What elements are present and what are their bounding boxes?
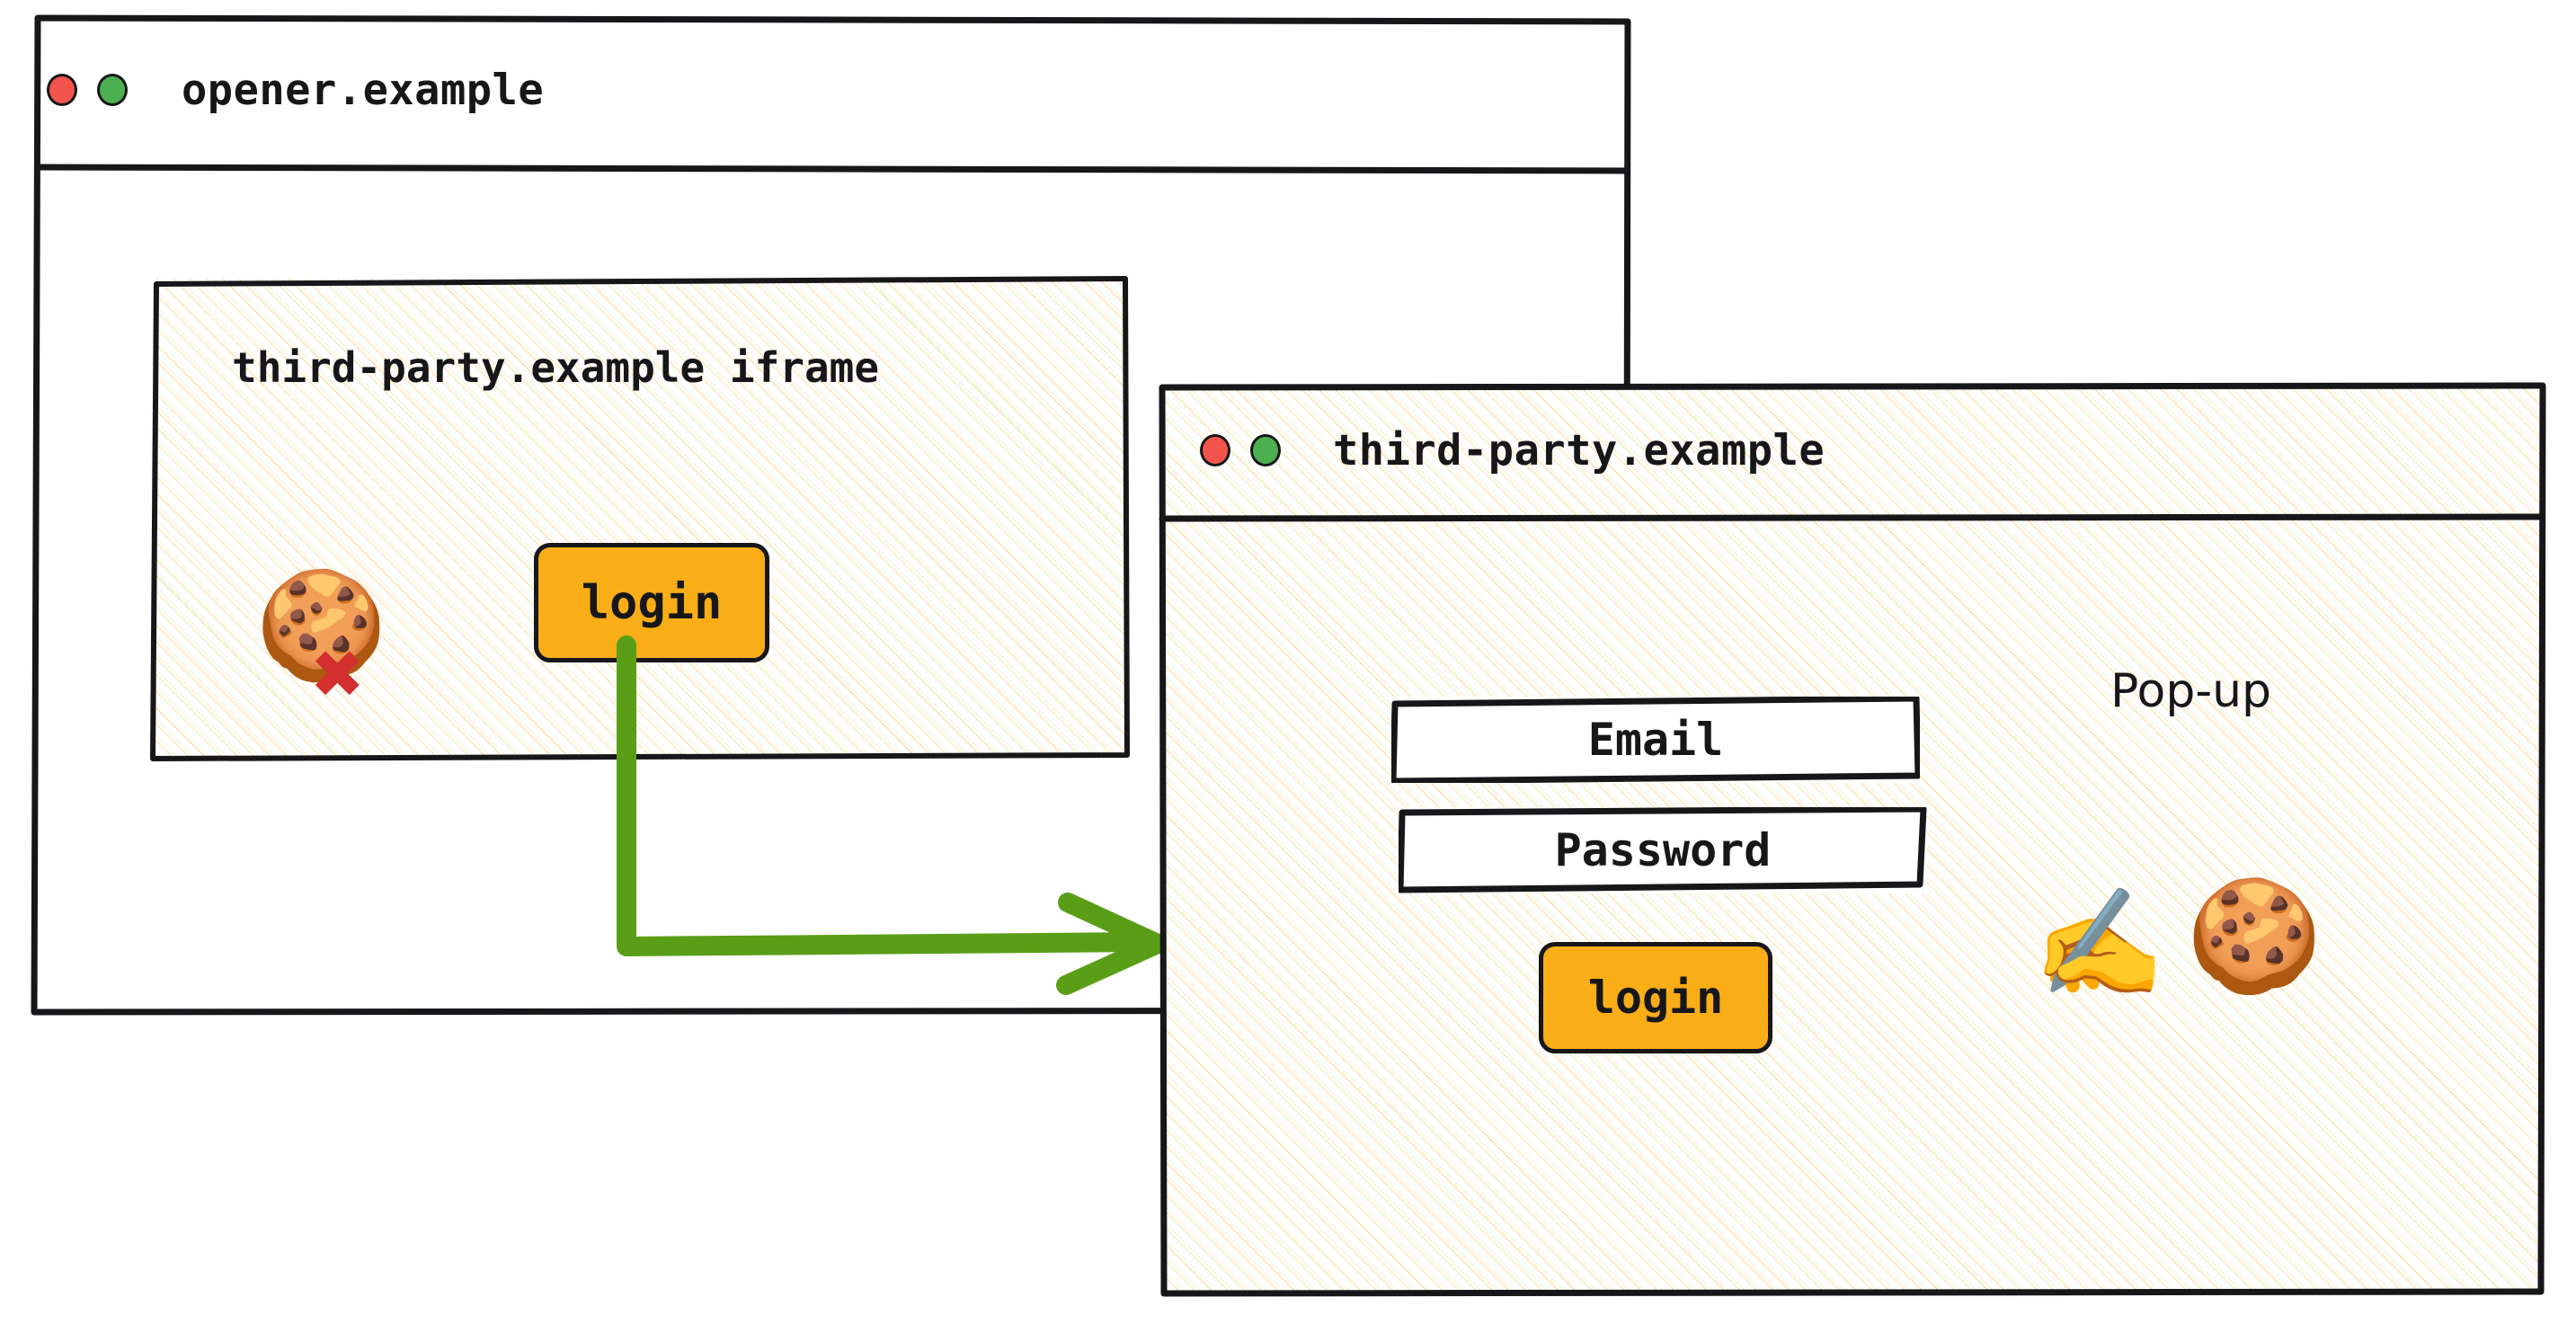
- maximize-button-icon[interactable]: [1250, 434, 1281, 467]
- red-cross-mark-icon: ✖: [313, 623, 365, 724]
- popup-window-controls: [1200, 434, 1281, 467]
- popup-annotation-label: Pop-up: [2110, 664, 2272, 718]
- close-button-icon[interactable]: [47, 74, 77, 106]
- maximize-button-icon[interactable]: [97, 74, 128, 106]
- cookie-emoji: 🍪: [2186, 872, 2323, 1000]
- opener-window-controls: [47, 74, 128, 106]
- writing-hand-emoji: ✍️: [2033, 881, 2165, 1005]
- popup-window-title: third-party.example: [1333, 425, 1825, 475]
- iframe-login-button[interactable]: login: [534, 543, 769, 662]
- password-field-label: Password: [1554, 824, 1772, 876]
- opener-titlebar: opener.example: [14, 13, 1632, 167]
- third-party-iframe: third-party.example iframe 🍪 ✖ login: [149, 275, 1131, 762]
- iframe-label: third-party.example iframe: [232, 343, 880, 392]
- popup-login-button[interactable]: login: [1539, 942, 1772, 1053]
- close-button-icon[interactable]: [1200, 434, 1230, 467]
- cookie-emoji: 🍪: [255, 563, 387, 687]
- email-field[interactable]: Email: [1391, 697, 1920, 783]
- popup-titlebar: third-party.example: [1157, 382, 2546, 519]
- password-field[interactable]: Password: [1399, 807, 1927, 893]
- opener-window-title: opener.example: [182, 65, 545, 115]
- email-field-label: Email: [1587, 714, 1724, 766]
